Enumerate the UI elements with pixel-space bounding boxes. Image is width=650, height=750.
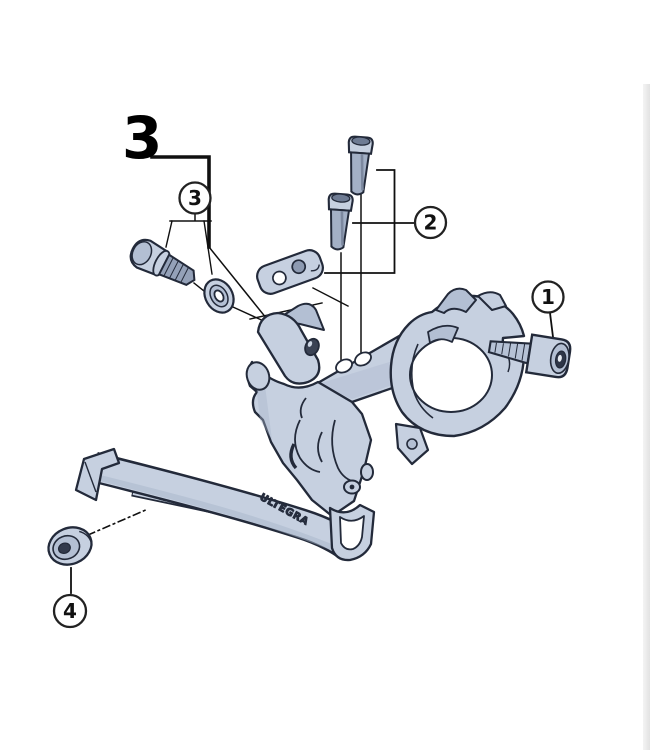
bolt-head-face [131, 241, 153, 266]
leader-big-3-to-lug [207, 245, 273, 326]
callout-1-circle [531, 280, 565, 314]
plate-hole-left [272, 270, 287, 286]
link-curve-4 [299, 397, 307, 419]
callout-1-number: 1 [541, 285, 555, 309]
axis-cage-screw [86, 507, 150, 537]
link-stud [360, 463, 374, 481]
callout-3-number: 3 [188, 186, 202, 210]
link-curve-1 [294, 419, 321, 473]
screw-hole-left [335, 358, 353, 374]
lug-back-ear [275, 302, 325, 331]
leader-3-to-bolt [165, 220, 173, 248]
cage-tail-detail [84, 461, 97, 493]
mounting-lug [256, 311, 321, 385]
screw-a-shaft [350, 151, 371, 196]
callout-3-circle [178, 181, 212, 215]
clamp-inner-surface [410, 343, 434, 419]
clamp-bolt [487, 333, 572, 379]
screw-a-socket [351, 136, 371, 146]
clamp-ring-bore [409, 337, 493, 413]
adjust-screw-a [347, 135, 374, 196]
screw-b-shaft-shade [340, 211, 344, 246]
backing-plate [256, 249, 324, 295]
outer-cage-shading [99, 475, 338, 552]
bolt-shaft [157, 253, 196, 286]
washer-hole [213, 289, 225, 303]
spring-hook [289, 443, 298, 470]
screw-a-shaft-shade [360, 154, 364, 191]
pivot-bolt [129, 238, 196, 286]
leader-3-to-washer [203, 220, 213, 275]
adjust-screw-b [327, 192, 354, 251]
axis-bolt-washer [193, 282, 205, 292]
pivot-rivet-center [349, 484, 355, 490]
callout-4-circle [52, 593, 88, 629]
cage-tail [74, 447, 121, 502]
cable-anchor-bolt [406, 438, 418, 450]
screw-b-socket [331, 193, 351, 203]
leader-plate-right [312, 287, 349, 307]
cage-bottom-loop-window [339, 515, 365, 551]
cage-screw-center [57, 542, 71, 554]
bolt-threads [163, 257, 189, 283]
derailleur-body: ULTEGRA [74, 302, 458, 562]
lug-hole-highlight [307, 341, 313, 347]
left-boss [245, 361, 271, 391]
clamp-top-ear [477, 291, 507, 311]
leader-lines [70, 155, 555, 594]
clamp-bolt-socket-highlight [557, 354, 562, 362]
adjust-screw-group [256, 135, 374, 295]
clamp-band-end [427, 324, 459, 344]
bracket-big-3 [150, 155, 211, 249]
screw-b-shaft [329, 208, 351, 251]
big-label-3: 3 [122, 104, 162, 172]
plate-edge-detail [310, 264, 320, 272]
pivot-bolt-group [129, 238, 235, 314]
callout-2-circle [413, 205, 448, 240]
scan-edge-shadow [643, 84, 650, 750]
clamp-bolt-threads [494, 342, 526, 361]
cage-screw [47, 526, 93, 566]
bracket-callout-3 [169, 213, 212, 222]
clamp-band [389, 287, 526, 438]
pivot-washer [203, 278, 235, 314]
leader-callout-1 [548, 311, 555, 339]
plate-hole-right [291, 259, 307, 275]
link-curve-2 [317, 431, 323, 463]
cage-screw-rim-detail [79, 530, 93, 544]
callouts: 1 2 3 4 [52, 181, 565, 629]
plate-body [256, 249, 324, 295]
callout-4-number: 4 [63, 599, 77, 623]
callout-2-number: 2 [424, 211, 438, 235]
screw-hole-right [354, 351, 372, 367]
bracket-callout-2 [324, 169, 396, 274]
clamp-top-hook [435, 287, 477, 314]
